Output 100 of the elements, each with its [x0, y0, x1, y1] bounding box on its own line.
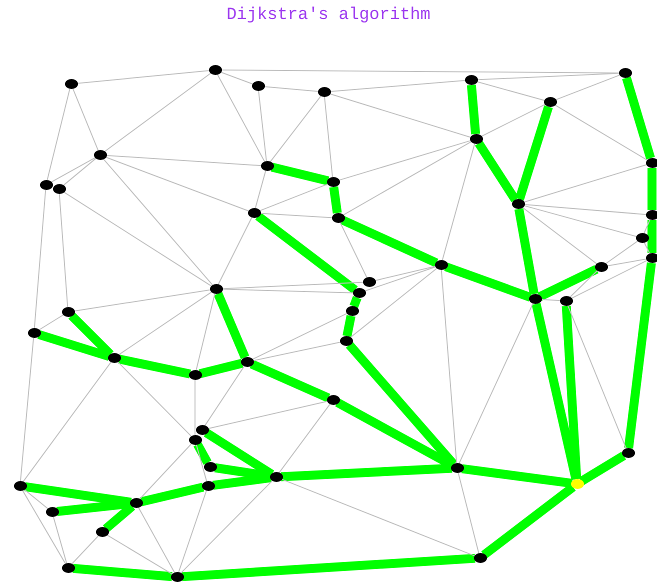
vertex-dot — [326, 395, 340, 405]
vertex-dot — [326, 177, 340, 187]
highlighted-path-line — [461, 464, 573, 488]
graph-edge-line — [70, 535, 100, 565]
graph-edge-line — [62, 191, 212, 287]
highlighted-path-line — [648, 168, 656, 210]
vertex-dot — [646, 210, 657, 220]
graph-edge-line — [254, 170, 266, 209]
highlighted-path-line — [538, 265, 598, 301]
title: Dijkstra's algorithm — [226, 6, 431, 25]
graph-edge-line — [34, 189, 46, 329]
graph-edge-line — [270, 95, 322, 163]
graph-edge-line — [540, 298, 562, 302]
highlighted-path-line — [624, 262, 656, 449]
graph-edge-line — [349, 268, 438, 338]
highlighted-path-line — [444, 262, 532, 302]
graph-edge-line — [475, 80, 546, 102]
highlighted-path-line — [118, 354, 192, 378]
graph-edge-line — [138, 443, 192, 500]
graph-edge-line — [180, 480, 273, 574]
highlighted-path-line — [622, 76, 655, 160]
graph-edge-line — [104, 72, 212, 153]
graph-edge-line — [278, 404, 331, 474]
highlighted-path-line — [466, 84, 480, 134]
graph-edge-line — [218, 216, 252, 286]
graph-edge-line — [476, 72, 620, 80]
graph-edge-line — [258, 212, 334, 218]
vertex-dot — [260, 161, 274, 171]
graph-edge-line — [118, 291, 212, 356]
graph-edge-line — [196, 293, 216, 371]
highlighted-path-line — [72, 564, 172, 582]
graph-edge-line — [458, 303, 534, 464]
highlighted-path-line — [532, 302, 580, 480]
highlighted-path-line — [198, 358, 244, 378]
vertex-dot — [208, 65, 222, 75]
vertex-dot — [94, 150, 106, 160]
highlighted-path-line — [214, 292, 250, 360]
graph-edge-line — [440, 269, 458, 464]
highlighted-path-line — [329, 186, 342, 214]
vertex-dot — [14, 481, 26, 491]
graph-edge-line — [262, 86, 320, 92]
graph-edge-line — [219, 71, 254, 85]
graph-edge-line — [106, 534, 174, 575]
graph-edge-line — [442, 143, 476, 261]
vertex-dot — [636, 233, 648, 243]
graph-edge-line — [38, 314, 64, 331]
graph-edge-line — [342, 140, 472, 216]
highlighted-path-line — [350, 296, 362, 308]
vertex-dot — [40, 180, 52, 190]
graph-edge-line — [20, 337, 34, 482]
graph-edge-line — [204, 366, 245, 426]
vertex-dot — [64, 79, 78, 89]
vertex-dot — [188, 435, 202, 445]
graph-edge-line — [220, 282, 364, 290]
vertex-dot — [46, 507, 58, 517]
highlighted-path-line — [515, 105, 553, 201]
graph-edge-line — [570, 260, 648, 300]
vertex-dot — [352, 288, 366, 298]
vertex-dot — [470, 134, 482, 144]
graph-edge-line — [23, 488, 49, 510]
vertex-dot — [248, 208, 260, 218]
graph-edge-line — [220, 70, 620, 74]
graph-edge-line — [62, 158, 97, 186]
highlighted-path-line — [578, 452, 626, 486]
vertex-dot — [346, 306, 358, 316]
graph-edge-line — [22, 362, 112, 482]
highlighted-path-line — [250, 360, 330, 402]
graph-edge-line — [458, 472, 480, 554]
vertex-dot — [210, 284, 222, 294]
graph-edge-line — [337, 140, 472, 182]
graph-edge-line — [220, 288, 354, 294]
vertex-dot — [594, 262, 608, 272]
vertex-dot — [196, 425, 208, 435]
vertex-dot — [318, 87, 330, 97]
graph-edge-line — [258, 183, 329, 212]
highlighted-path-line — [562, 306, 582, 480]
graph-edge-line — [104, 154, 262, 166]
graph-edge-line — [117, 361, 192, 437]
vertex-dot — [622, 448, 634, 458]
graph-edge-line — [522, 204, 648, 216]
graph-edge-line — [644, 219, 650, 234]
vertex-dot — [62, 307, 74, 317]
vertex-dot — [252, 81, 264, 91]
graph-edge-line — [644, 242, 650, 254]
vertex-dot — [544, 97, 556, 107]
graph-edge-line — [280, 478, 476, 557]
graph-edge-line — [178, 490, 207, 573]
graph-edge-line — [206, 400, 329, 430]
highlighted-path-line — [194, 442, 212, 465]
graph-edge-line — [258, 90, 267, 162]
graph-edge-line — [569, 270, 598, 298]
graph-edge-line — [522, 204, 638, 238]
graph-edge-line — [75, 70, 211, 84]
graph-edge-line — [554, 104, 648, 161]
vertex-dot — [28, 328, 40, 338]
vertex-dot — [62, 563, 74, 573]
graph-edge-line — [340, 222, 368, 278]
highlighted-path-line — [342, 315, 356, 337]
graph-edge-line — [104, 156, 250, 212]
graph-edge-line — [216, 74, 266, 162]
